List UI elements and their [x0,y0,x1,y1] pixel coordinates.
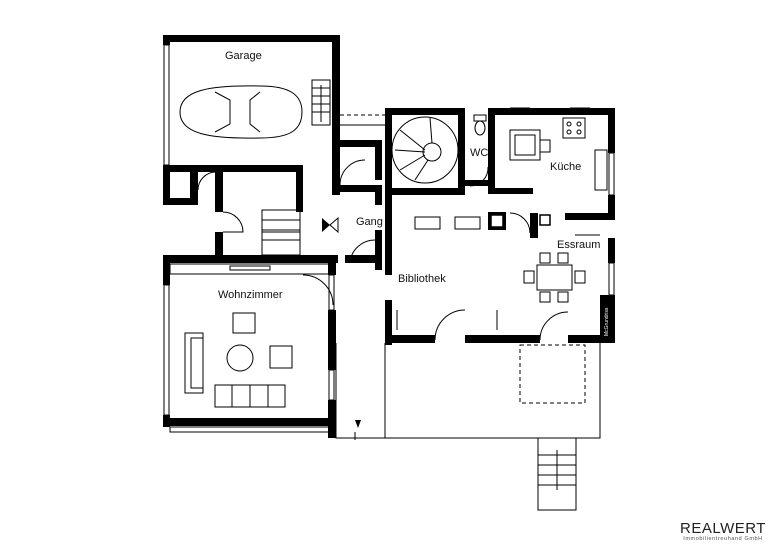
walls [163,35,615,438]
door-arrows [322,216,361,428]
room-label-garage: Garage [225,50,262,62]
logo-name: REALWERT [680,520,766,537]
windows [163,44,615,433]
room-label-kueche: Küche [550,161,582,173]
terrace [335,114,601,511]
room-label-essraum: Essraum [557,239,601,251]
room-label-wc: WC [470,147,489,159]
car-icon [179,85,303,139]
side-label-box [601,298,613,338]
stairs [261,79,459,256]
room-label-gang: Gang [356,216,383,228]
pillars [490,214,551,228]
room-label-bibliothek: Bibliothek [398,273,446,285]
furniture [179,85,608,408]
realwert-logo: REALWERT Immobilientreuhand GmbH [680,520,766,542]
doors [197,159,569,341]
logo-subtitle: Immobilientreuhand GmbH [683,536,763,542]
terrace-stairs [538,450,576,490]
side-label: McGrundriss [604,307,610,336]
room-label-wohnzimmer: Wohnzimmer [218,289,283,301]
